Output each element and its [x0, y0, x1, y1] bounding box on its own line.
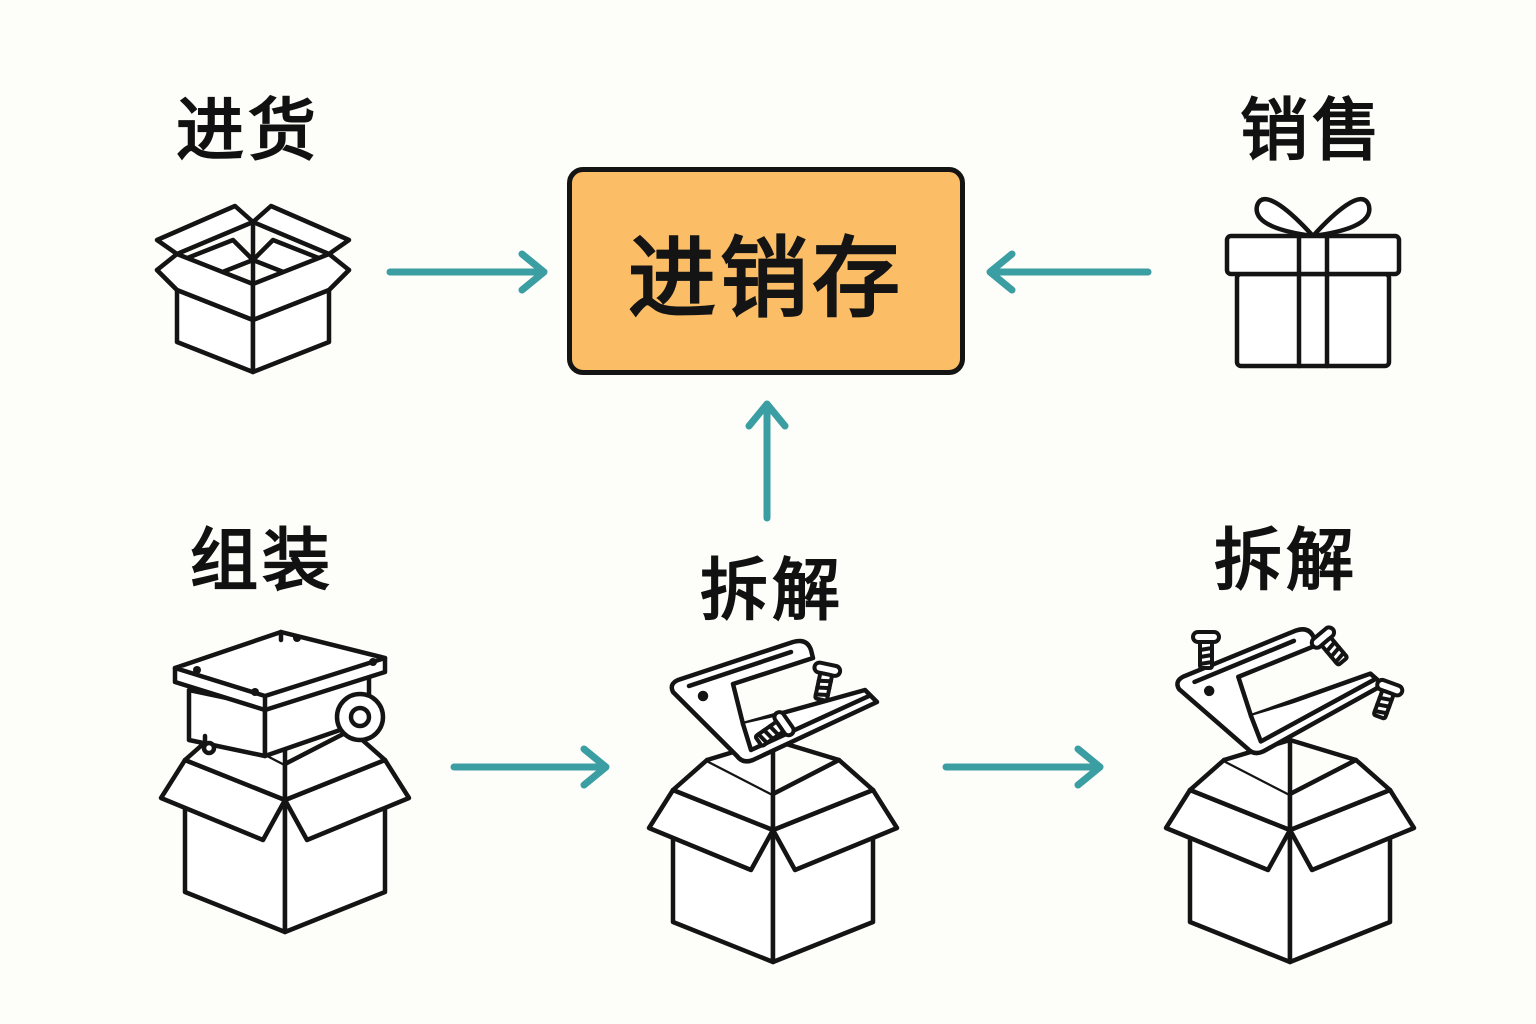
arrow-purchase-to-hub	[386, 250, 548, 294]
arrow-disassembly-to-disassembly	[942, 745, 1104, 789]
device-over-box-icon	[161, 629, 409, 932]
hub-label: 进销存	[627, 226, 904, 330]
purchase-label: 进货	[176, 92, 321, 171]
arrow-assembly-to-disassembly	[450, 745, 610, 789]
disassembly-right-label: 拆解	[1214, 522, 1359, 601]
disassembly-center-label: 拆解	[700, 552, 845, 631]
inventory-hub-box: 进销存	[567, 167, 965, 375]
assembly-label: 组装	[190, 522, 335, 601]
bracket-screws-over-box-icon	[1166, 624, 1414, 962]
gift-box-icon	[1224, 197, 1402, 369]
open-box-icon	[154, 203, 352, 375]
bracket-screws-over-box-icon	[649, 641, 897, 962]
arrow-sales-to-hub	[986, 250, 1152, 294]
sales-label: 销售	[1240, 92, 1385, 171]
arrow-disassembly-to-hub	[745, 400, 789, 522]
